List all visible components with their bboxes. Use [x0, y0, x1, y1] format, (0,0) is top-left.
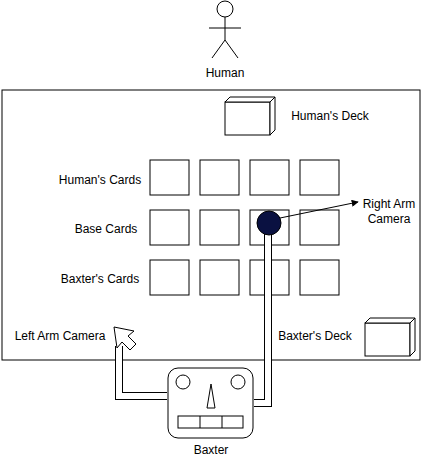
card-grid — [150, 160, 339, 295]
card — [300, 260, 339, 295]
head-outline — [168, 368, 253, 438]
right-arm-fill — [254, 232, 268, 403]
right-arm-outline — [254, 232, 268, 403]
mouth-divider — [222, 416, 223, 428]
human-leg — [225, 40, 238, 58]
robot-eye — [176, 375, 190, 389]
text-label: Left Arm Camera — [15, 329, 106, 344]
left-arm-fill — [119, 346, 167, 396]
card — [150, 160, 189, 195]
deck-top — [365, 318, 415, 323]
human-head — [217, 1, 233, 17]
human-leg — [212, 40, 225, 58]
card — [200, 160, 239, 195]
text-label: Baxter's Deck — [278, 329, 352, 344]
card — [150, 260, 189, 295]
deck-side — [410, 318, 415, 356]
robot-mouth — [178, 416, 243, 428]
human-figure — [209, 1, 241, 58]
deck-front — [365, 323, 410, 356]
leader-arrow — [280, 202, 358, 218]
robot-head — [168, 368, 253, 438]
text-label: Base Cards — [75, 222, 138, 237]
card — [300, 210, 339, 245]
robot-eye — [231, 375, 245, 389]
left-arm-outline — [119, 346, 167, 396]
text-label: Baxter's Cards — [61, 272, 139, 287]
text-label: Human's Cards — [59, 173, 141, 188]
robot-nose — [207, 384, 215, 408]
text-label: Human — [206, 66, 245, 81]
mouth-divider — [200, 416, 201, 428]
text-label: Human's Deck — [291, 109, 369, 124]
text-label: Right Arm Camera — [358, 197, 420, 227]
card — [200, 260, 239, 295]
human-deck-box — [225, 97, 275, 135]
left-camera-symbol — [114, 327, 136, 350]
table-outline — [2, 90, 420, 360]
card — [250, 160, 289, 195]
right-camera-symbol — [257, 211, 281, 235]
card — [200, 210, 239, 245]
deck-front — [225, 102, 270, 135]
text-label: Baxter — [194, 443, 229, 458]
card — [300, 160, 339, 195]
baxter-deck-box — [365, 318, 415, 356]
deck-top — [225, 97, 275, 102]
card — [150, 210, 189, 245]
human-arms — [209, 28, 241, 29]
deck-side — [270, 97, 275, 135]
